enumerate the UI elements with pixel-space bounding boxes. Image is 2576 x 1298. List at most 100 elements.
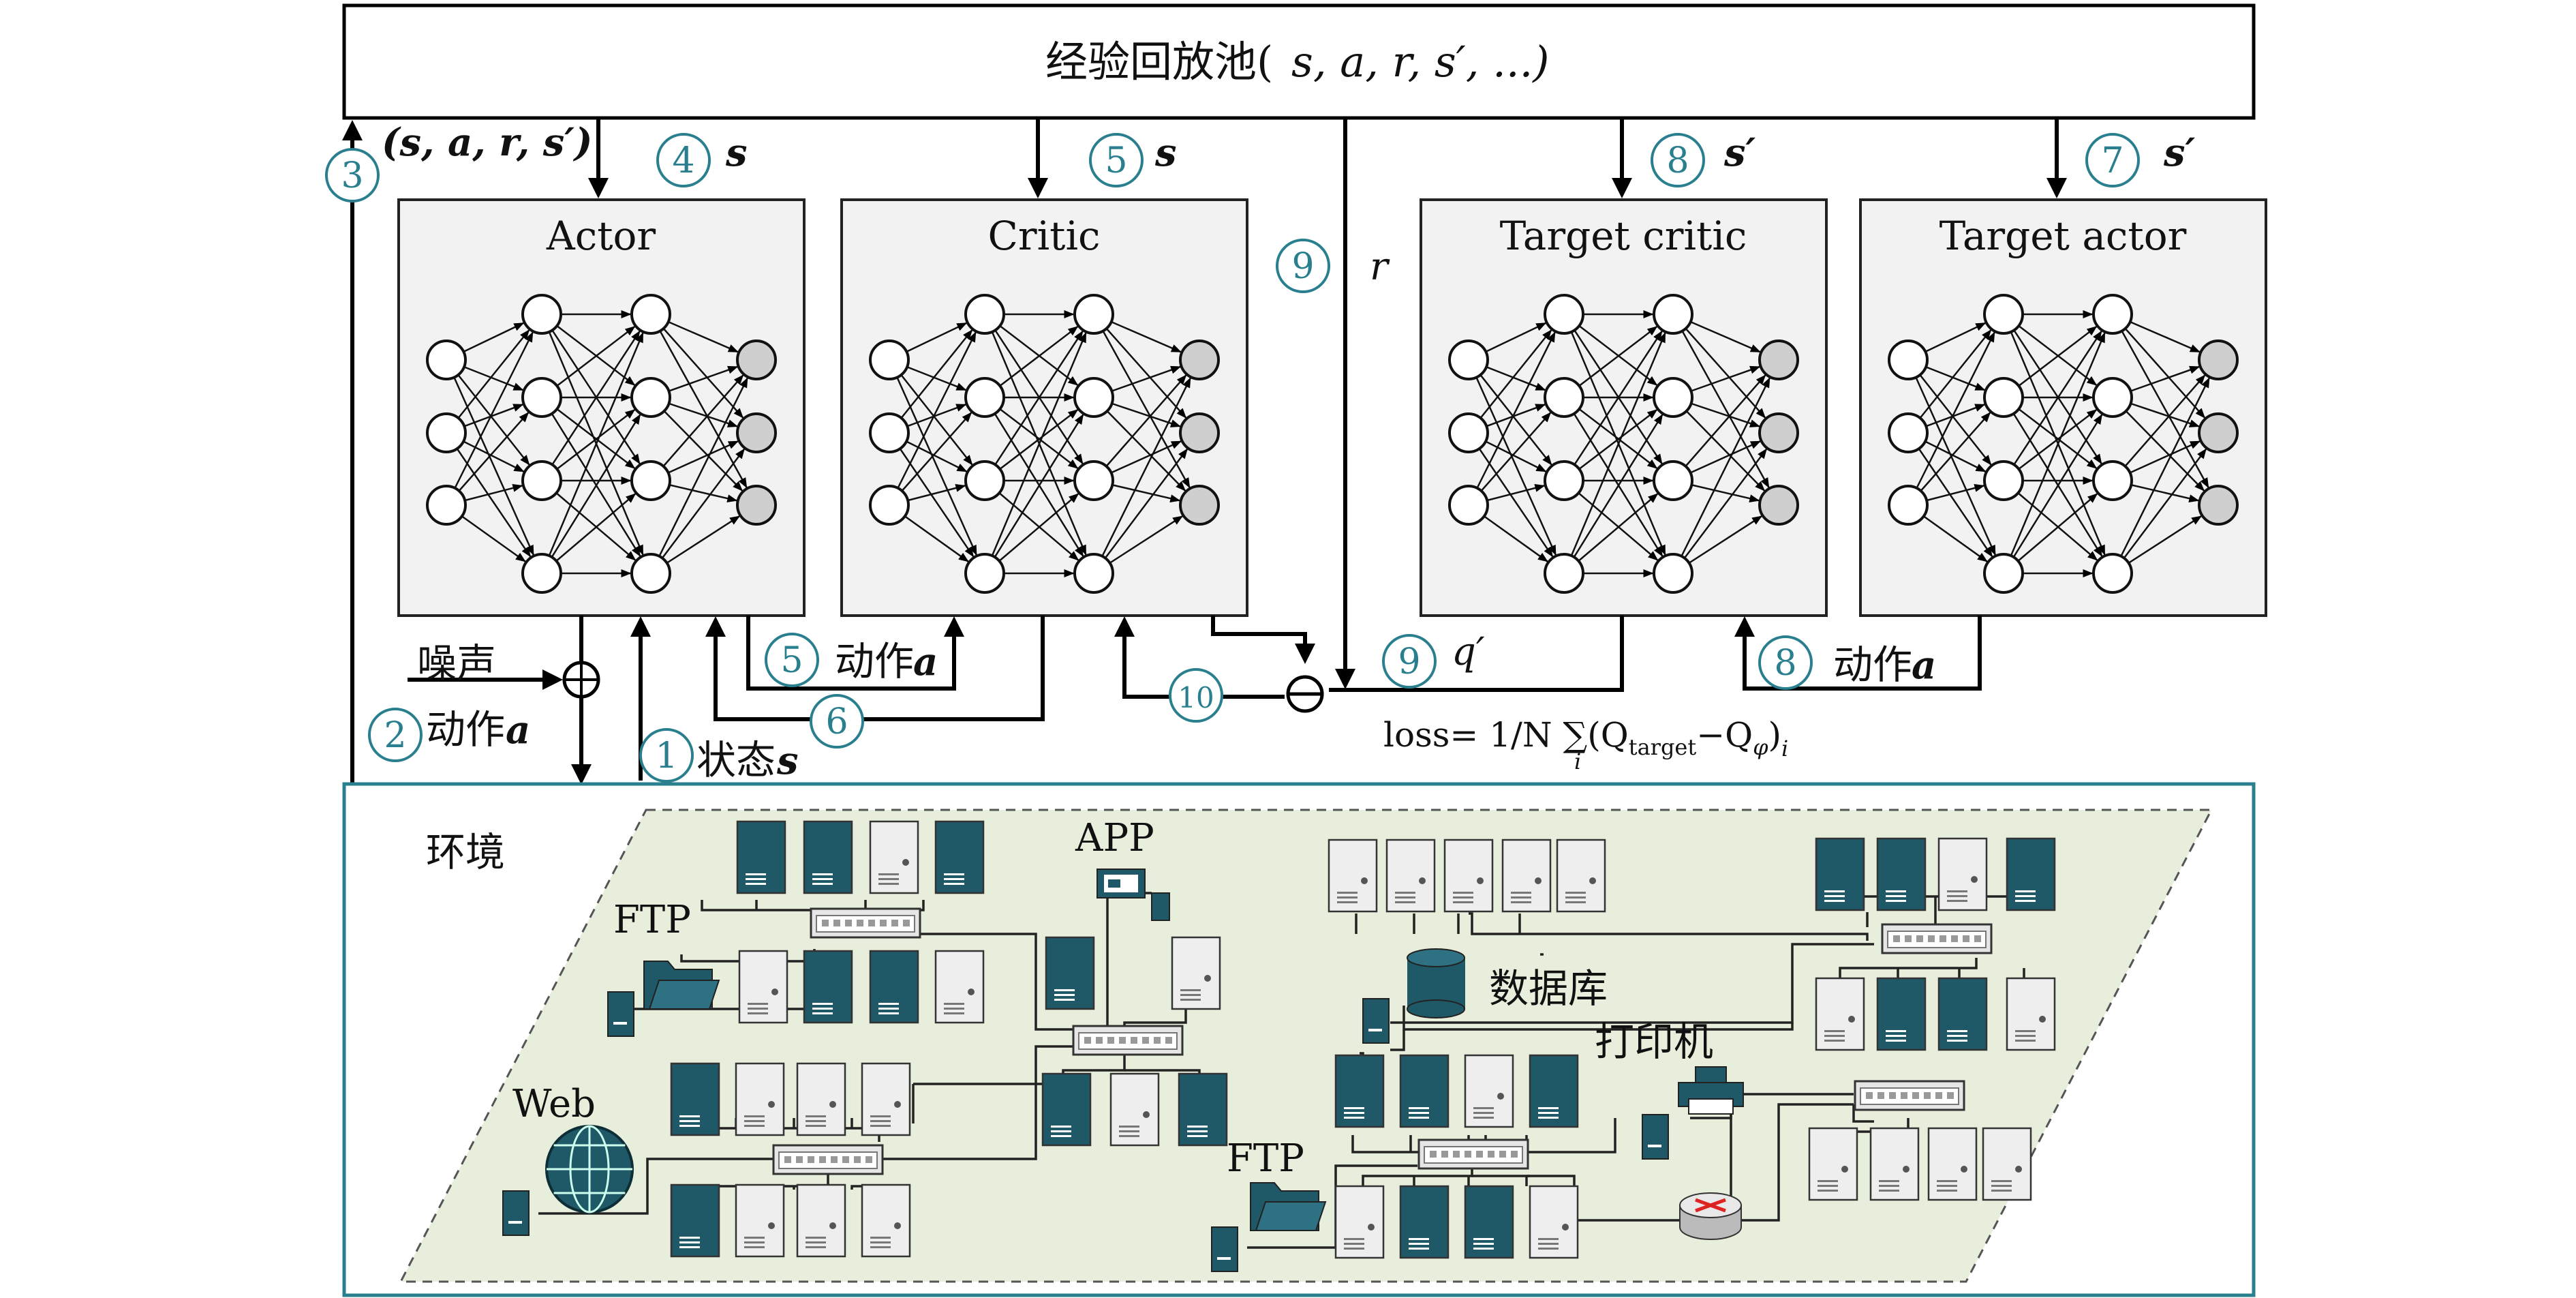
network-edge: [983, 314, 1087, 556]
network-actor: Actor: [397, 198, 806, 617]
network-edge: [2002, 332, 2106, 574]
server-dark-icon: [934, 820, 985, 894]
network-edge: [1467, 359, 1557, 556]
network-link: [1123, 1008, 1187, 1026]
ftp-folder-icon: [1250, 1182, 1327, 1231]
label-a-2: a: [506, 708, 530, 753]
neuron: [964, 377, 1005, 418]
label-s-5: s: [1154, 130, 1177, 175]
network-link: [1852, 1104, 1874, 1123]
server-light-icon: [934, 950, 985, 1024]
server-dark-icon: [1815, 837, 1865, 911]
label-a-5: a: [913, 639, 938, 684]
neuron: [2092, 377, 2133, 418]
label-printer: 打印机: [1595, 1018, 1713, 1065]
step-1: 1: [639, 728, 694, 783]
server-light-icon: [1109, 1072, 1160, 1147]
environment-title: 环境: [426, 829, 505, 875]
output-neuron: [2198, 339, 2239, 380]
network-edge: [446, 329, 530, 434]
label-transition: (s, a, r, s′): [382, 120, 593, 165]
network-title-target-critic: Target critic: [1500, 213, 1747, 259]
output-neuron: [736, 485, 777, 526]
label-ftp-2: FTP: [1227, 1136, 1304, 1181]
output-neuron: [1179, 412, 1220, 453]
network-edge: [445, 331, 534, 506]
network-edge: [1563, 314, 1666, 556]
neuron: [1073, 460, 1114, 501]
server-dark-icon: [2006, 837, 2056, 911]
server-light-icon: [1982, 1127, 2032, 1201]
server-dark-icon: [1399, 1054, 1450, 1128]
network-edge: [1907, 412, 1991, 506]
server-dark-icon: [1334, 1054, 1385, 1128]
neuron: [1888, 339, 1929, 380]
step-4: 4: [656, 133, 711, 187]
step-number: 10: [1178, 681, 1214, 714]
network-link: [1362, 1166, 1473, 1186]
network-edge: [445, 359, 534, 556]
network-title-actor: Actor: [546, 213, 656, 259]
network-edge: [1672, 314, 1770, 489]
server-light-icon: [2006, 977, 2056, 1051]
neuron: [1983, 294, 2024, 335]
network-edge: [2112, 314, 2206, 419]
pc-icon: [1211, 1226, 1238, 1272]
printer-icon: [1678, 1066, 1744, 1115]
switch-icon: [1881, 923, 1993, 954]
neuron: [964, 460, 1005, 501]
network-edge: [540, 330, 641, 481]
step-number: 7: [2101, 140, 2123, 181]
network-edge: [2002, 314, 2102, 465]
network-edge: [649, 377, 748, 574]
label-loss-sum-index: i: [1574, 749, 1581, 774]
network-edge: [1093, 314, 1187, 419]
neuron: [1653, 460, 1693, 501]
label-web: Web: [512, 1082, 596, 1126]
network-edge: [2002, 414, 2103, 574]
server-dark-icon: [1399, 1185, 1450, 1259]
neuron: [1983, 553, 2024, 594]
step-8b: 8: [1758, 635, 1813, 690]
network-edge: [446, 412, 530, 506]
network-edge: [650, 397, 743, 492]
label-sprime-7: s′: [2163, 130, 2196, 175]
network-edge: [1672, 448, 1767, 574]
neuron: [521, 460, 562, 501]
network-edge: [1672, 374, 1766, 481]
label-s-4: s: [725, 130, 748, 175]
step-number: 2: [384, 715, 406, 756]
server-dark-icon: [869, 950, 919, 1024]
network-edge: [540, 414, 641, 574]
label-action-5: 动作: [835, 638, 914, 684]
server-dark-icon: [1178, 1072, 1228, 1147]
network-edge: [889, 412, 972, 506]
output-neuron: [1758, 412, 1799, 453]
step-number: 9: [1291, 246, 1314, 287]
neuron: [2092, 460, 2133, 501]
server-light-icon: [1464, 1054, 1514, 1128]
server-dark-icon: [736, 820, 786, 894]
neuron: [1653, 553, 1693, 594]
step-2: 2: [368, 708, 423, 762]
server-dark-icon: [803, 950, 853, 1024]
network-edge: [983, 414, 1084, 574]
neuron: [426, 485, 467, 526]
network-edge: [983, 330, 1084, 481]
neuron: [630, 553, 671, 594]
network-edge: [1092, 377, 1191, 574]
network-edge: [2002, 397, 2103, 557]
server-dark-icon: [670, 1062, 720, 1136]
step-number: 4: [672, 140, 694, 181]
server-light-icon: [869, 820, 919, 894]
neuron: [1983, 377, 2024, 418]
network-edge: [540, 397, 641, 557]
step-number: 8: [1774, 643, 1796, 684]
neuron: [426, 412, 467, 453]
label-loss: loss= 1/N ∑(Qtarget−Qφ)i: [1383, 715, 1788, 761]
neuron: [426, 339, 467, 380]
network-edge: [1563, 397, 1663, 557]
server-light-icon: [861, 1183, 911, 1258]
server-light-icon: [1171, 936, 1221, 1010]
